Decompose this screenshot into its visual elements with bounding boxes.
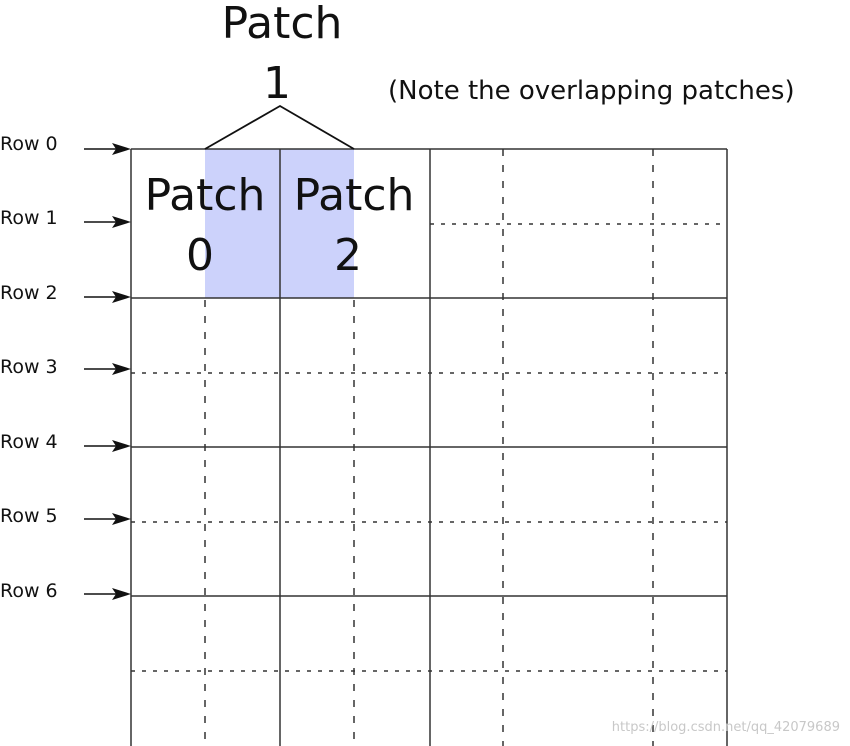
row-label: Row 1 xyxy=(0,207,58,229)
watermark-text: https://blog.csdn.net/qq_42079689 xyxy=(612,720,840,735)
row-4-arrow xyxy=(84,440,131,452)
row-0-arrow xyxy=(84,143,131,155)
patch-1-label-line1: Patch xyxy=(222,0,343,49)
row-label: Row 6 xyxy=(0,580,58,602)
patch-0-label-line2: 0 xyxy=(186,230,214,281)
patch-2-label-line1: Patch xyxy=(294,170,415,221)
row-5-arrow xyxy=(84,513,131,525)
patch-0-label-line1: Patch xyxy=(145,170,266,221)
dotted-horizontal-lines xyxy=(131,223,727,672)
row-label: Row 2 xyxy=(0,282,58,304)
row-label: Row 4 xyxy=(0,431,58,453)
patch-2-label-line2: 2 xyxy=(334,230,362,281)
solid-grid-lines xyxy=(130,148,728,746)
row-arrows xyxy=(84,143,131,600)
row-2-arrow xyxy=(84,291,131,303)
row-6-arrow xyxy=(84,588,131,600)
row-labels: Row 0 Row 1 Row 2 Row 3 Row 4 Row 5 Row … xyxy=(0,133,58,602)
row-label: Row 0 xyxy=(0,133,58,155)
patch-1-label-line2: 1 xyxy=(263,58,291,109)
row-3-arrow xyxy=(84,363,131,375)
row-label: Row 5 xyxy=(0,505,58,527)
overlap-note: (Note the overlapping patches) xyxy=(388,76,795,106)
patch-1-bracket xyxy=(204,104,355,150)
row-label: Row 3 xyxy=(0,356,58,378)
row-1-arrow xyxy=(84,216,131,228)
